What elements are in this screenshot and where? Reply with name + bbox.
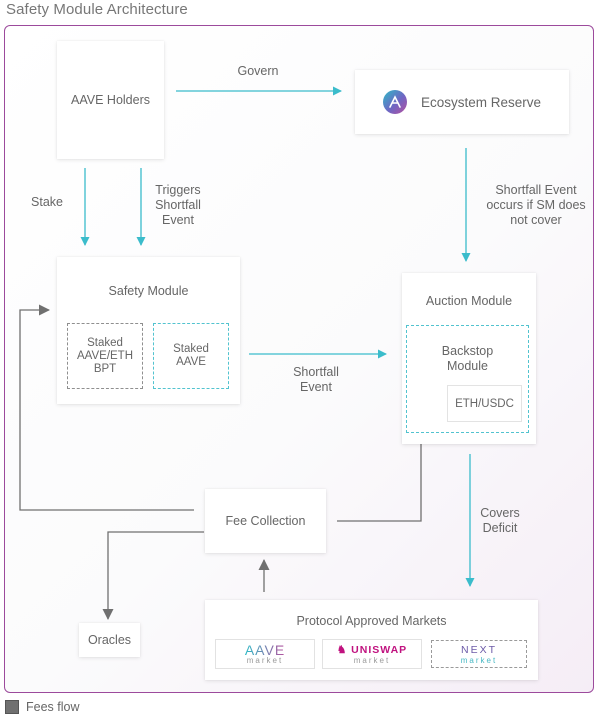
next-market-logo: NEXT market (431, 640, 527, 668)
staked-aave-box: Staked AAVE (153, 323, 229, 389)
oracles-node: Oracles (79, 623, 140, 657)
legend-swatch (5, 700, 19, 714)
triggers-shortfall-label: Triggers Shortfall Event (155, 183, 201, 227)
backstop-module-box: Backstop Module (406, 325, 529, 433)
stake-label: Stake (31, 195, 63, 209)
govern-label: Govern (237, 64, 279, 78)
aave-logo-icon (382, 90, 407, 114)
diagram-title: Safety Module Architecture (6, 1, 188, 18)
auction-module-label: Auction Module (425, 294, 513, 308)
uniswap-market-logo: ♞ UNISWAP market (323, 640, 421, 668)
covers-deficit-label: Covers Deficit (480, 506, 520, 535)
aave-market-logo: AAVE market (216, 640, 314, 668)
unicorn-icon: ♞ (336, 643, 348, 656)
ecosystem-reserve-label: Ecosystem Reserve (420, 94, 542, 110)
staked-aave-eth-bpt-box: Staked AAVE/ETH BPT (67, 323, 143, 389)
legend-fees-flow-label: Fees flow (26, 700, 80, 714)
fees-to-oracles (102, 531, 204, 620)
eth-usdc-box: ETH/USDC (448, 386, 521, 421)
safety-module-node: Safety Module (57, 257, 240, 404)
fee-collection-label: Fee Collection (225, 514, 306, 528)
oracles-label: Oracles (87, 633, 132, 647)
ecosystem-reserve-node: Ecosystem Reserve (355, 70, 569, 134)
protocol-approved-markets-label: Protocol Approved Markets (296, 614, 447, 628)
fee-collection-node: Fee Collection (205, 489, 326, 553)
shortfall-reserve-label: Shortfall Event occurs if SM does not co… (486, 183, 586, 227)
aave-holders-label: AAVE Holders (71, 93, 150, 107)
aave-holders-node: AAVE Holders (57, 41, 164, 159)
shortfall-event-label: Shortfall Event (293, 365, 339, 394)
fees-to-safety-module (19, 304, 194, 511)
safety-module-label: Safety Module (108, 284, 189, 298)
